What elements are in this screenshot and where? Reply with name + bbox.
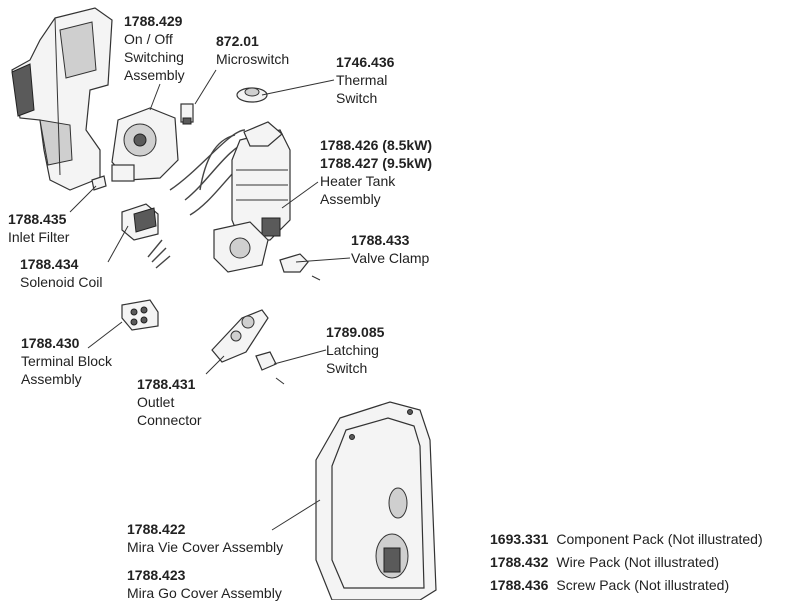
part-code: 1788.422 <box>127 521 186 537</box>
part-name: Mira Vie Cover Assembly <box>127 539 284 555</box>
callout-thermal-switch: 1746.436 Thermal Switch <box>336 53 394 107</box>
callout-valve-clamp: 1788.433 Valve Clamp <box>351 231 429 267</box>
part-name: Mira Go Cover Assembly <box>127 585 282 601</box>
callout-go-cover: 1788.423 Mira Go Cover Assembly <box>127 566 282 602</box>
part-code: 1788.430 <box>21 335 80 351</box>
part-name: Outlet Connector <box>137 394 202 428</box>
part-code: 1788.433 <box>351 232 410 248</box>
part-code: 1788.429 <box>124 13 183 29</box>
callout-outlet-connector: 1788.431 Outlet Connector <box>137 375 202 429</box>
note-row: 1788.432 Wire Pack (Not illustrated) <box>490 551 763 574</box>
heater-tank-part <box>213 121 291 273</box>
part-code: 1788.423 <box>127 567 186 583</box>
part-code: 1746.436 <box>336 54 395 70</box>
leader-lines <box>69 69 351 531</box>
backplate-frame <box>11 7 113 191</box>
thermal-switch-part <box>236 87 268 103</box>
not-illustrated-list: 1693.331 Component Pack (Not illustrated)… <box>490 528 763 597</box>
note-text: Wire Pack (Not illustrated) <box>556 554 719 570</box>
part-code-85kw: 1788.426 (8.5kW) <box>320 137 433 153</box>
callout-terminal-block: 1788.430 Terminal Block Assembly <box>21 334 112 388</box>
solenoid-coil-part <box>121 203 159 241</box>
part-code: 1788.434 <box>20 256 79 272</box>
outlet-connector-part <box>211 309 269 363</box>
callout-vie-cover: 1788.422 Mira Vie Cover Assembly <box>127 520 283 556</box>
part-name: Heater Tank Assembly <box>320 173 396 207</box>
note-text: Component Pack (Not illustrated) <box>556 531 763 547</box>
note-code: 1693.331 <box>490 531 549 547</box>
part-name: On / Off Switching Assembly <box>124 31 185 83</box>
part-name: Valve Clamp <box>351 250 430 266</box>
terminal-block-part <box>121 299 159 331</box>
part-code: 1788.431 <box>137 376 196 392</box>
callout-latching-switch: 1789.085 Latching Switch <box>326 323 384 377</box>
latching-switch-part <box>255 351 285 385</box>
part-name: Inlet Filter <box>8 229 70 245</box>
switching-assembly-part <box>111 107 179 182</box>
callout-switching-assembly: 1788.429 On / Off Switching Assembly <box>124 12 185 84</box>
note-row: 1788.436 Screw Pack (Not illustrated) <box>490 574 763 597</box>
part-name: Latching Switch <box>326 342 379 376</box>
part-code-95kw: 1788.427 (9.5kW) <box>320 155 433 171</box>
callout-inlet-filter: 1788.435 Inlet Filter <box>8 210 69 246</box>
part-name: Solenoid Coil <box>20 274 103 290</box>
part-code: 1789.085 <box>326 324 385 340</box>
note-code: 1788.432 <box>490 554 549 570</box>
callout-solenoid-coil: 1788.434 Solenoid Coil <box>20 255 103 291</box>
part-code: 1788.435 <box>8 211 67 227</box>
part-name: Thermal Switch <box>336 72 388 106</box>
note-row: 1693.331 Component Pack (Not illustrated) <box>490 528 763 551</box>
note-text: Screw Pack (Not illustrated) <box>556 577 730 593</box>
callout-microswitch: 872.01 Microswitch <box>216 32 289 68</box>
part-name: Microswitch <box>216 51 290 67</box>
part-code: 872.01 <box>216 33 259 49</box>
part-name: Terminal Block Assembly <box>21 353 113 387</box>
microswitch-part <box>180 103 194 125</box>
note-code: 1788.436 <box>490 577 549 593</box>
callout-heater-tank: 1788.426 (8.5kW) 1788.427 (9.5kW) Heater… <box>320 136 432 208</box>
cover-part <box>315 401 437 600</box>
valve-clamp-part <box>279 253 321 281</box>
